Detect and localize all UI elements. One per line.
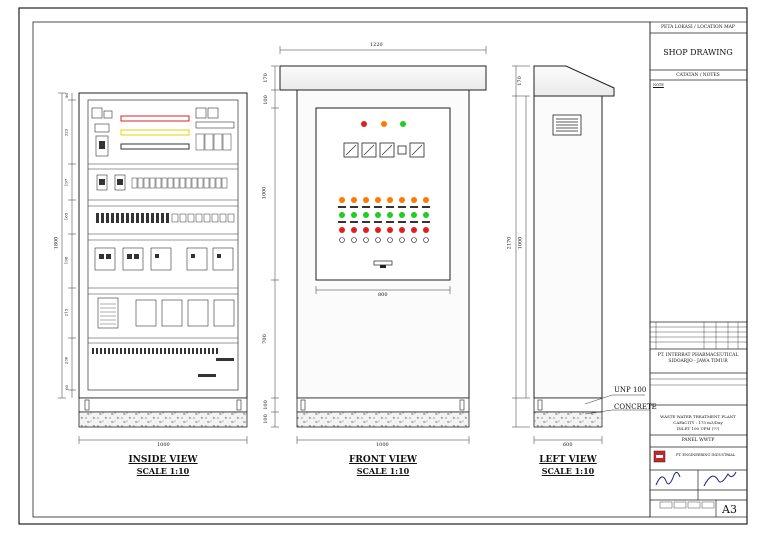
project-line-1: WASTE WATER TREATMENT PLANT <box>660 414 736 419</box>
vent-louvre <box>552 114 582 136</box>
sheet-size: A3 <box>722 503 737 516</box>
dim-front-lower-height: 700 <box>261 334 268 344</box>
dim-inside-row: 165 <box>63 212 69 221</box>
dim-inside-row: 230 <box>63 356 69 365</box>
contractor-name: PT. ENGINEERING INDUSTRIAL <box>676 453 736 457</box>
dim-left-total: 2170 <box>506 236 513 250</box>
left-view-scale: SCALE 1:10 <box>541 466 595 476</box>
dim-inside-row: 90 <box>64 92 70 99</box>
callout-unp: UNP 100 <box>614 386 647 394</box>
front-door <box>315 107 451 281</box>
inside-view <box>58 92 248 444</box>
inside-view-scale: SCALE 1:10 <box>136 466 190 476</box>
client-line-2: SIDOARJO - JAWA TIMUR <box>668 359 728 364</box>
dim-inside-width: 1000 <box>157 442 170 448</box>
callout-concrete: CONCRETE <box>614 403 657 411</box>
dim-front-door-width: 800 <box>378 292 388 298</box>
dim-left-door-height: 1000 <box>517 236 524 250</box>
left-view-title: LEFT VIEW <box>539 455 597 465</box>
dim-inside-row: 197 <box>63 178 69 187</box>
title-block <box>649 21 748 518</box>
dim-front-top: 100 <box>262 95 269 105</box>
signature-2 <box>703 471 737 487</box>
dim-inside-height: 1800 <box>53 236 60 250</box>
front-roof <box>279 65 487 91</box>
front-view <box>271 46 487 444</box>
dim-inside-row: 198 <box>63 256 69 265</box>
left-view <box>512 65 650 444</box>
project-line-2: CAPACITY : 175 m3/Day <box>673 420 723 425</box>
left-roof <box>533 65 615 97</box>
left-body <box>533 95 603 399</box>
dim-front-roof-width: 1220 <box>370 42 383 48</box>
dim-front-roof: 170 <box>262 73 269 83</box>
dim-front-concrete: 100 <box>262 414 269 424</box>
front-view-scale: SCALE 1:10 <box>356 466 410 476</box>
inside-view-title: INSIDE VIEW <box>128 455 198 465</box>
location-map-header: PETA LOKASI / LOCATION MAP <box>661 25 735 30</box>
dim-left-width: 600 <box>563 442 573 448</box>
client-line-1: PT. INTERBAT PHARMACEUTICAL <box>657 353 739 358</box>
dim-inside-row: 323 <box>63 128 69 137</box>
dim-left-roof: 170 <box>516 76 523 86</box>
revision-boxes <box>659 501 715 509</box>
dim-inside-row: 60 <box>64 384 70 391</box>
notes-label: NOTE <box>653 83 664 87</box>
dim-inside-row: 215 <box>63 308 69 317</box>
signature-1 <box>655 471 681 486</box>
notes-header: CATATAN / NOTES <box>676 73 720 78</box>
project-line-3: INLET 100 UPM (??) <box>676 426 720 431</box>
drawing-type: SHOP DRAWING <box>663 48 733 57</box>
dim-front-base: 100 <box>262 400 269 410</box>
dim-front-width: 1000 <box>376 442 389 448</box>
dim-front-door-height: 1000 <box>261 186 268 200</box>
panel-name: PANEL WWTP <box>681 438 715 443</box>
front-view-title: FRONT VIEW <box>349 455 417 465</box>
